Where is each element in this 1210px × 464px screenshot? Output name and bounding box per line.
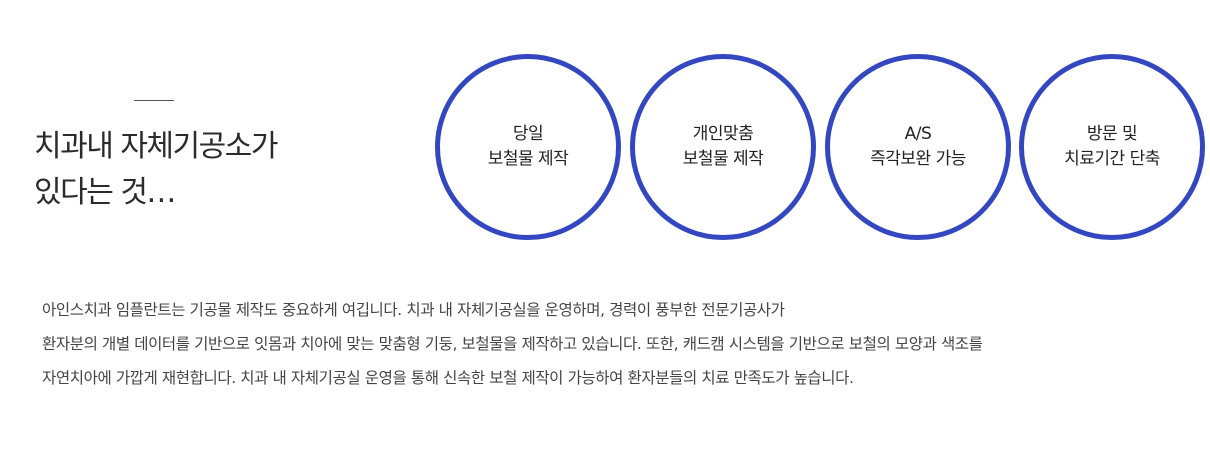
feature-circle-label: 보철물 제작 xyxy=(682,149,764,169)
feature-circle-label: 치료기간 단축 xyxy=(1064,149,1160,169)
title-divider xyxy=(134,100,174,101)
feature-circle-label: 개인맞춤 xyxy=(692,124,754,144)
description-line: 환자분의 개별 데이터를 기반으로 잇몸과 치아에 맞는 맞춤형 기둥, 보철물… xyxy=(42,335,983,353)
feature-circle-same-day: 당일 보철물 제작 xyxy=(435,54,621,240)
section-title-line: 있다는 것… xyxy=(34,175,176,210)
feature-circle-label: 즉각보완 가능 xyxy=(870,149,966,169)
section-title-line: 치과내 자체기공소가 xyxy=(34,129,278,164)
feature-circle-label: A/S xyxy=(904,124,932,144)
feature-circle-reduced-visits: 방문 및 치료기간 단축 xyxy=(1019,54,1205,240)
feature-circle-custom: 개인맞춤 보철물 제작 xyxy=(630,54,816,240)
section-title: 치과내 자체기공소가 있다는 것… xyxy=(34,124,278,216)
feature-circle-as: A/S 즉각보완 가능 xyxy=(825,54,1011,240)
feature-circle-label: 보철물 제작 xyxy=(487,149,569,169)
description-line: 자연치아에 가깝게 재현합니다. 치과 내 자체기공실 운영을 통해 신속한 보… xyxy=(42,369,854,387)
description-line: 아인스치과 임플란트는 기공물 제작도 중요하게 여깁니다. 치과 내 자체기공… xyxy=(42,301,785,319)
feature-circle-label: 당일 xyxy=(512,124,544,144)
feature-circle-label: 방문 및 xyxy=(1086,124,1138,144)
feature-circles: 당일 보철물 제작 개인맞춤 보철물 제작 A/S 즉각보완 가능 방문 및 치… xyxy=(435,54,1205,240)
description-paragraph: 아인스치과 임플란트는 기공물 제작도 중요하게 여깁니다. 치과 내 자체기공… xyxy=(42,293,1192,395)
